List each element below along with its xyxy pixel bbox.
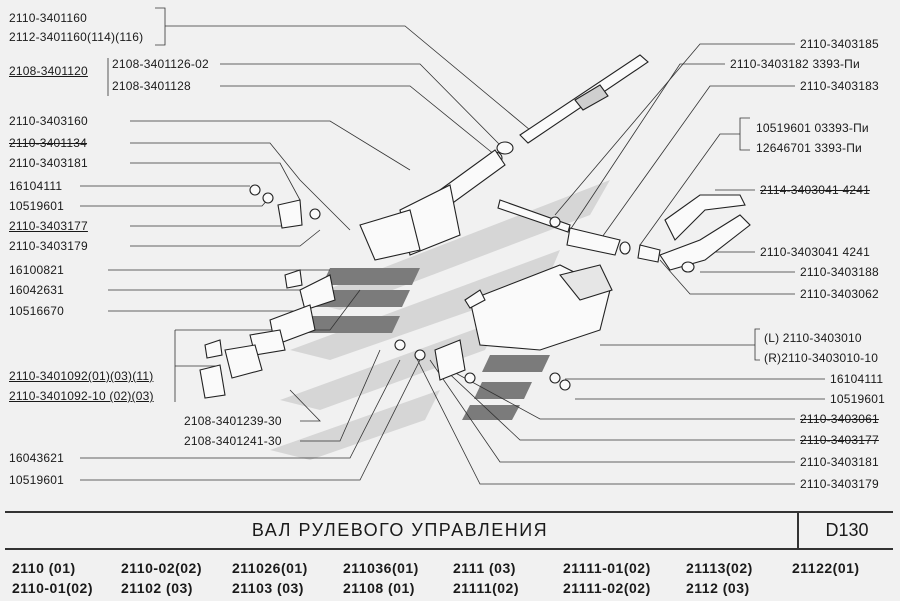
part-label: 2110-3403062 [800, 287, 879, 301]
part-label: 2108-3401126-02 [112, 57, 209, 71]
model-list: 2110 (01) 2110-02(02) 211026(01) 211036(… [0, 556, 900, 600]
model-item: 21111(02) [453, 580, 520, 596]
part-label: 2110-3403179 [800, 477, 879, 491]
part-label: 2108-3401128 [112, 79, 191, 93]
part-label: 16042631 [9, 283, 64, 297]
part-label: 10519601 03393-Пи [756, 121, 869, 135]
part-label: 2110-3401092(01)(03)(11) [9, 369, 154, 383]
part-label: 16043621 [9, 451, 64, 465]
part-label: 2110-3403183 [800, 79, 879, 93]
title-bar: ВАЛ РУЛЕВОГО УПРАВЛЕНИЯ D130 [5, 511, 893, 550]
part-label: 2110-3403185 [800, 37, 879, 51]
model-item: 2110 (01) [12, 560, 76, 576]
part-label: 12646701 3393-Пи [756, 141, 862, 155]
page-title: ВАЛ РУЛЕВОГО УПРАВЛЕНИЯ [251, 520, 549, 540]
part-label: 2110-3403061 [800, 412, 879, 426]
part-label: 16100821 [9, 263, 64, 277]
model-item: 21111-02(02) [563, 580, 651, 596]
part-label: 2110-3403041 4241 [760, 245, 870, 259]
part-label: 16104111 [830, 372, 884, 386]
part-label: 2110-3403177 [800, 433, 879, 447]
part-label: 2110-3403181 [800, 455, 879, 469]
part-label: 2108-3401241-30 [184, 434, 282, 448]
part-label: 2110-3401160 [9, 11, 88, 25]
part-label: 2110-3403179 [9, 239, 88, 253]
model-item: 2112 (03) [686, 580, 750, 596]
model-item: 211026(01) [232, 560, 308, 576]
model-item: 21102 (03) [121, 580, 193, 596]
model-item: 21103 (03) [232, 580, 304, 596]
part-label: 16104111 [9, 179, 63, 193]
part-label: 2110-3401134 [9, 136, 88, 150]
model-item: 21122(01) [792, 560, 860, 576]
part-label: 2108-3401239-30 [184, 414, 282, 428]
model-item: 2111 (03) [453, 560, 516, 576]
part-label: 2110-3403182 3393-Пи [730, 57, 860, 71]
exploded-view-drawing [80, 7, 825, 485]
part-label: (L) 2110-3403010 [764, 331, 862, 345]
model-item: 21113(02) [686, 560, 753, 576]
part-label: (R)2110-3403010-10 [764, 351, 879, 365]
part-label: 10516670 [9, 304, 64, 318]
part-label: 2108-3401120 [9, 64, 88, 78]
steering-shaft-parts [199, 54, 751, 399]
model-item: 2110-02(02) [121, 560, 203, 576]
model-item: 2110-01(02) [12, 580, 94, 596]
part-label: 2114-3403041 4241 [760, 183, 870, 197]
part-label: 2112-3401160(114)(116) [9, 30, 144, 44]
part-label: 10519601 [830, 392, 885, 406]
part-label: 2110-3403188 [800, 265, 879, 279]
page-code: D130 [797, 513, 895, 548]
model-item: 21111-01(02) [563, 560, 651, 576]
part-label: 2110-3403160 [9, 114, 88, 128]
model-item: 21108 (01) [343, 580, 415, 596]
part-label: 10519601 [9, 473, 64, 487]
model-item: 211036(01) [343, 560, 419, 576]
part-label: 2110-3403181 [9, 156, 88, 170]
part-label: 2110-3403177 [9, 219, 88, 233]
part-label: 2110-3401092-10 (02)(03) [9, 389, 154, 403]
part-label: 10519601 [9, 199, 64, 213]
